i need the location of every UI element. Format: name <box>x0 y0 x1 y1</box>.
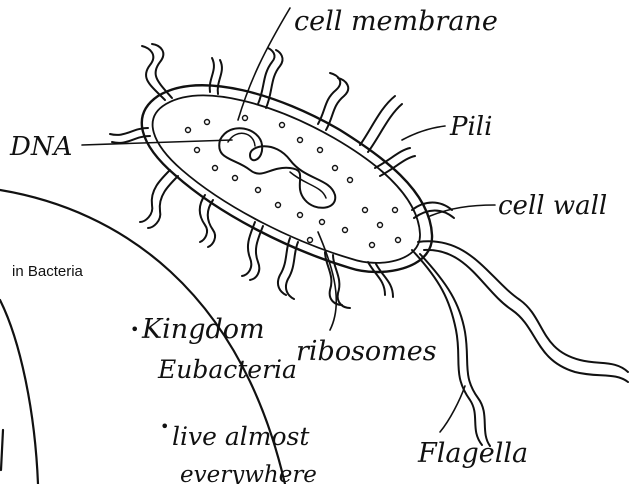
pilus <box>242 222 255 276</box>
pilus <box>278 238 290 295</box>
side-panel: in Bacteria • Kingdom Eubacteria • live … <box>0 190 317 484</box>
ribosome <box>298 138 303 143</box>
note-2-line2: everywhere <box>180 462 317 484</box>
ribosome <box>363 208 368 213</box>
ribosome <box>186 128 191 133</box>
ribosome <box>393 208 398 213</box>
ribosome <box>320 220 325 225</box>
ribosome <box>308 238 313 243</box>
label-cell-wall: cell wall <box>498 191 607 221</box>
note-2-line1: live almost <box>172 422 310 451</box>
ribosome <box>280 123 285 128</box>
ribosome <box>370 243 375 248</box>
ribosome <box>205 120 210 125</box>
pilus <box>218 60 222 94</box>
pilus <box>326 78 348 130</box>
ribosome <box>195 148 200 153</box>
pilus <box>142 46 165 100</box>
panel-inner-arc <box>0 300 38 484</box>
flagella-leader <box>440 386 465 432</box>
pilus <box>250 226 263 280</box>
ribosomes-leader <box>318 232 336 330</box>
flagella <box>412 241 628 446</box>
panel-small-mark <box>1 430 3 470</box>
label-ribosomes: ribosomes <box>296 336 437 367</box>
pilus <box>368 262 385 295</box>
label-dna: DNA <box>9 132 72 162</box>
cell-wall-outline <box>142 85 432 272</box>
pilus <box>140 170 170 222</box>
ribosome <box>256 188 261 193</box>
note-1-bullet: • <box>130 320 139 339</box>
ribosome <box>396 238 401 243</box>
label-pili: Pili <box>449 112 492 142</box>
ribosome <box>333 166 338 171</box>
ribosome <box>298 213 303 218</box>
note-2-bullet: • <box>160 417 169 436</box>
ribosomes <box>186 116 401 248</box>
note-1-line1: Kingdom <box>141 314 265 345</box>
pilus <box>318 73 340 124</box>
pilus <box>412 203 452 211</box>
ribosome <box>213 166 218 171</box>
ribosome <box>343 228 348 233</box>
ribosome <box>276 203 281 208</box>
pilus <box>208 200 215 247</box>
cell-membrane-outline <box>153 95 420 262</box>
pilus <box>210 58 214 92</box>
ribosome <box>378 223 383 228</box>
dna-strand <box>219 128 335 208</box>
side-panel-heading: in Bacteria <box>12 263 84 280</box>
label-cell-membrane: cell membrane <box>294 6 498 37</box>
label-flagella: Flagella <box>417 438 528 469</box>
ribosome <box>243 116 248 121</box>
ribosome <box>233 176 238 181</box>
note-1-line2: Eubacteria <box>157 355 297 384</box>
cell-body <box>142 85 432 272</box>
pilus <box>200 195 207 242</box>
ribosome <box>318 148 323 153</box>
pilus <box>368 104 402 152</box>
pilus <box>112 136 150 143</box>
pili-leader <box>402 126 445 140</box>
ribosome <box>348 178 353 183</box>
